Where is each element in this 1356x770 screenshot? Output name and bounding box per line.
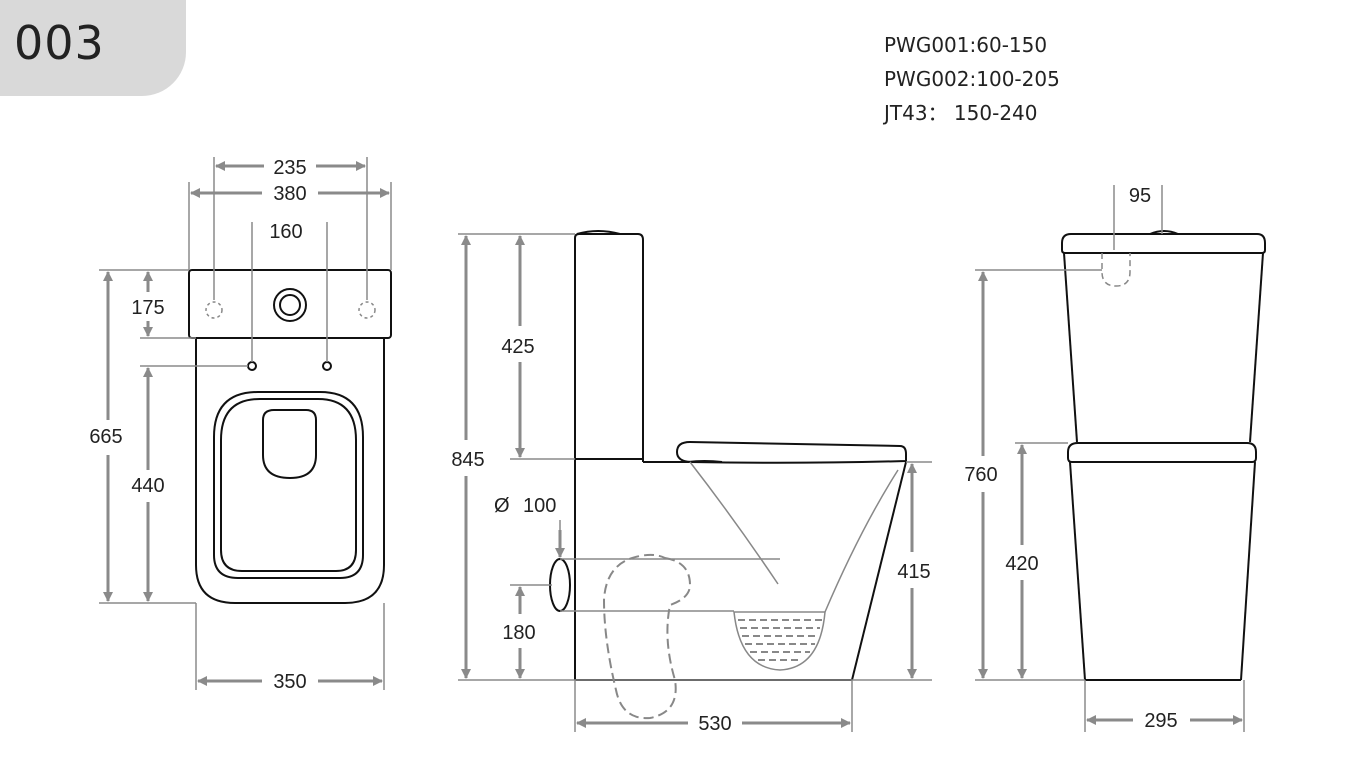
dim-label: 760 bbox=[964, 464, 997, 486]
dim-label: 295 bbox=[1144, 710, 1177, 732]
rear-dim-lines bbox=[978, 271, 1243, 725]
dim-label: 415 bbox=[897, 561, 930, 583]
dim-label: 845 bbox=[451, 449, 484, 471]
page-number: 003 bbox=[14, 16, 105, 70]
diameter-symbol: Ø bbox=[494, 495, 510, 517]
front-dim-labels: 235 380 160 175 665 440 350 bbox=[89, 157, 306, 693]
dim-label: 175 bbox=[131, 297, 164, 319]
spec-model: PWG002 bbox=[884, 67, 970, 91]
spec-model: JT43 bbox=[884, 101, 928, 125]
side-dim-labels: 845 425 Ø 100 415 180 530 bbox=[451, 336, 930, 735]
rear-hidden bbox=[1101, 253, 1131, 287]
dim-label: 440 bbox=[131, 475, 164, 497]
spec-range: :60-150 bbox=[969, 33, 1048, 57]
side-trap bbox=[560, 461, 899, 671]
spec-row: PWG002:100-205 bbox=[884, 62, 1060, 96]
spec-range: ： 150-240 bbox=[927, 101, 1038, 125]
dim-label: 425 bbox=[501, 336, 534, 358]
front-view: 235 380 160 175 665 440 350 bbox=[89, 157, 392, 693]
rear-view: 95 760 420 295 bbox=[964, 185, 1266, 732]
dim-label: 530 bbox=[698, 713, 731, 735]
dim-label: 380 bbox=[273, 183, 306, 205]
dim-label: 350 bbox=[273, 671, 306, 693]
dim-label: 95 bbox=[1129, 185, 1151, 207]
spec-list: PWG001:60-150 PWG002:100-205 JT43： 150-2… bbox=[884, 28, 1060, 130]
spec-model: PWG001 bbox=[884, 33, 970, 57]
dim-label: 665 bbox=[89, 426, 122, 448]
dim-label: 420 bbox=[1005, 553, 1038, 575]
side-view: 845 425 Ø 100 415 180 530 bbox=[451, 230, 932, 735]
side-outline bbox=[549, 230, 907, 681]
side-ext-lines bbox=[458, 233, 932, 732]
spec-row: JT43： 150-240 bbox=[884, 96, 1060, 130]
dim-label: 180 bbox=[502, 622, 535, 644]
rear-ext-lines bbox=[975, 185, 1245, 732]
front-hidden bbox=[205, 301, 376, 319]
front-ext-lines bbox=[99, 157, 392, 690]
side-water bbox=[738, 619, 822, 661]
side-hidden bbox=[602, 553, 692, 720]
dim-label: 160 bbox=[269, 221, 302, 243]
dim-label: 100 bbox=[523, 495, 556, 517]
spec-row: PWG001:60-150 bbox=[884, 28, 1060, 62]
dim-label: 235 bbox=[273, 157, 306, 179]
rear-outline bbox=[1061, 230, 1266, 681]
rear-dim-labels: 95 760 420 295 bbox=[964, 185, 1177, 732]
front-dim-lines bbox=[103, 161, 390, 686]
front-outline bbox=[188, 269, 392, 604]
side-dim-lines bbox=[461, 235, 917, 728]
page-number-badge: 003 bbox=[0, 0, 186, 96]
spec-range: :100-205 bbox=[969, 67, 1060, 91]
